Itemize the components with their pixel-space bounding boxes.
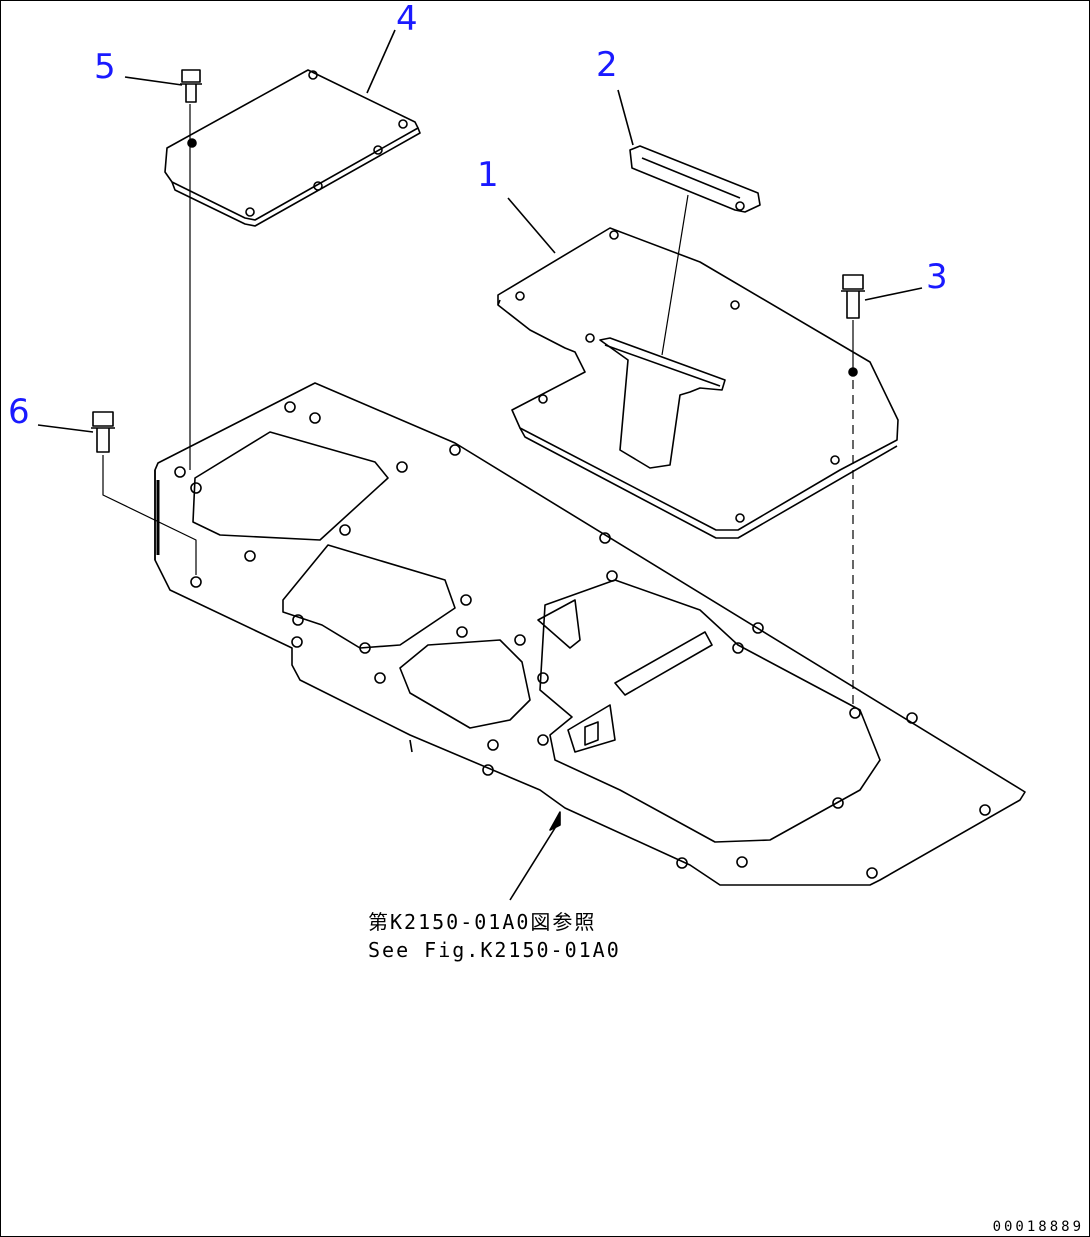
cutout-3 [399,639,531,729]
callout-3: 3 [926,257,948,297]
part-6-bolt [37,411,197,575]
callout-6: 6 [8,392,30,432]
part-3-bolt [841,274,923,710]
bracket-detail [537,599,713,753]
callout-4: 4 [396,0,418,39]
plate-bolt-holes [174,401,991,879]
drawing-number: 00018889 [992,1219,1084,1235]
part-4-cover [164,29,421,227]
part-1-cover [497,197,899,539]
callout-5: 5 [94,47,116,87]
callout-1: 1 [477,155,499,195]
duct [599,337,726,469]
part-2-bracket [617,89,761,356]
cutout-2 [282,544,456,649]
base-plate [154,382,1026,901]
reference-note-en: See Fig.K2150-01A0 [368,938,621,962]
reference-note-jp: 第K2150-01A0図参照 [368,910,597,934]
cutout-1 [192,431,389,541]
callout-2: 2 [596,45,618,85]
reference-arrow-line [509,819,561,901]
cutout-4 [539,579,881,843]
reference-arrow-head [549,811,561,831]
part-5-bolt [124,69,202,470]
